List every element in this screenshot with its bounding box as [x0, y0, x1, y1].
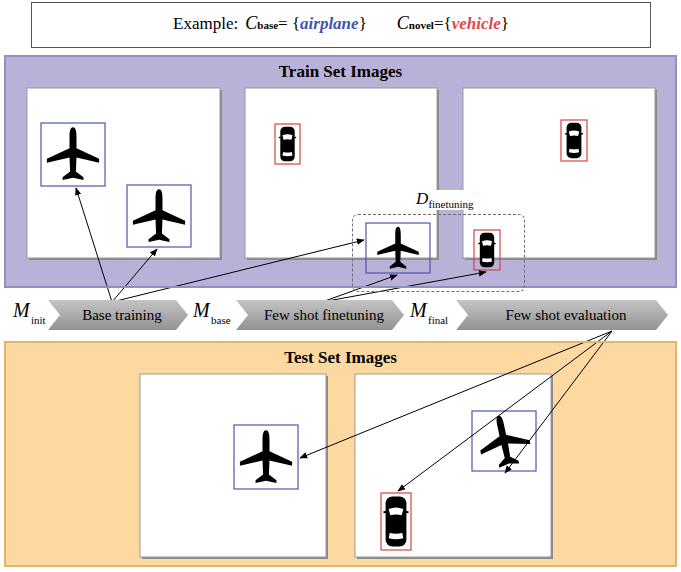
chevron-outline [236, 300, 404, 330]
finetuning-subset-box: Dfinetuning [352, 214, 525, 292]
model-subscript: base [211, 314, 231, 326]
chevron-label: Base training [74, 306, 162, 324]
bounding-box [127, 185, 191, 247]
model-subscript: init [31, 314, 46, 326]
example-box: Example: Cbase= {airplane} Cnovel={vehicle… [31, 2, 651, 48]
airplane-icon [133, 189, 185, 242]
airplane-icon [240, 430, 292, 483]
math-text: vehicle [452, 15, 501, 34]
chevron-label: Few shot finetuning [256, 306, 384, 324]
math-text: airplane [300, 15, 359, 34]
model-symbol: M [410, 299, 427, 321]
stage-label: Base training [82, 307, 162, 323]
math-text: ={ [434, 15, 452, 34]
bounding-box [275, 124, 300, 164]
panel-title: Train Set Images [279, 63, 402, 82]
bounding-box [381, 493, 411, 550]
airplane-icon [377, 227, 418, 269]
math-text: novel [409, 19, 434, 31]
stage-label: Few shot evaluation [506, 307, 627, 323]
bounding-box [474, 230, 500, 270]
pointer-arrow [112, 249, 157, 302]
math-text: finetuning [428, 198, 473, 210]
bounding-box [472, 411, 536, 471]
math-text: C [397, 14, 409, 34]
airplane-icon [474, 411, 534, 471]
stage-chevron: Few shot evaluation [456, 300, 668, 330]
pointer-arrow [112, 240, 364, 302]
image-frame [463, 88, 655, 258]
bounding-box [561, 120, 587, 161]
pointer-arrow [322, 275, 397, 302]
chevron-outline [48, 300, 188, 330]
subset-label: Dfinetuning [413, 190, 477, 210]
math-text: } [359, 15, 367, 34]
math-text: } [501, 15, 509, 34]
image-frame [355, 374, 551, 557]
model-subscript: final [428, 314, 448, 326]
math-text: Example: [173, 15, 238, 34]
pointer-arrow [398, 331, 612, 491]
image-frame [245, 88, 437, 258]
stage-label: Few shot finetuning [264, 307, 384, 323]
car-icon [565, 123, 583, 159]
pointer-arrow [505, 331, 612, 473]
bounding-box [366, 223, 430, 273]
car-icon [384, 497, 409, 547]
math-text: C [245, 14, 257, 34]
image-frame [140, 374, 326, 557]
train-panel: Train Set ImagesDfinetuning [4, 55, 677, 288]
car-icon [478, 233, 495, 268]
math-text: base [257, 19, 278, 31]
train-panel-fill [5, 56, 676, 287]
test-panel: Test Set Images [4, 341, 677, 567]
airplane-icon [47, 127, 99, 180]
test-panel-fill [5, 342, 676, 566]
math-text: = { [278, 15, 300, 34]
bounding-box [234, 425, 298, 489]
model-symbol: M [13, 299, 30, 321]
image-frame [27, 88, 220, 258]
pointer-arrow [76, 188, 112, 302]
panel-title: Test Set Images [284, 349, 397, 368]
stage-chevron: Few shot finetuning [236, 300, 404, 330]
bounding-box [41, 123, 105, 186]
chevron-outline [456, 300, 668, 330]
stage-chevron: Base training [48, 300, 188, 330]
math-text: D [416, 189, 428, 208]
model-symbol: M [193, 299, 210, 321]
car-icon [279, 127, 296, 162]
chevron-label: Few shot evaluation [498, 306, 627, 324]
